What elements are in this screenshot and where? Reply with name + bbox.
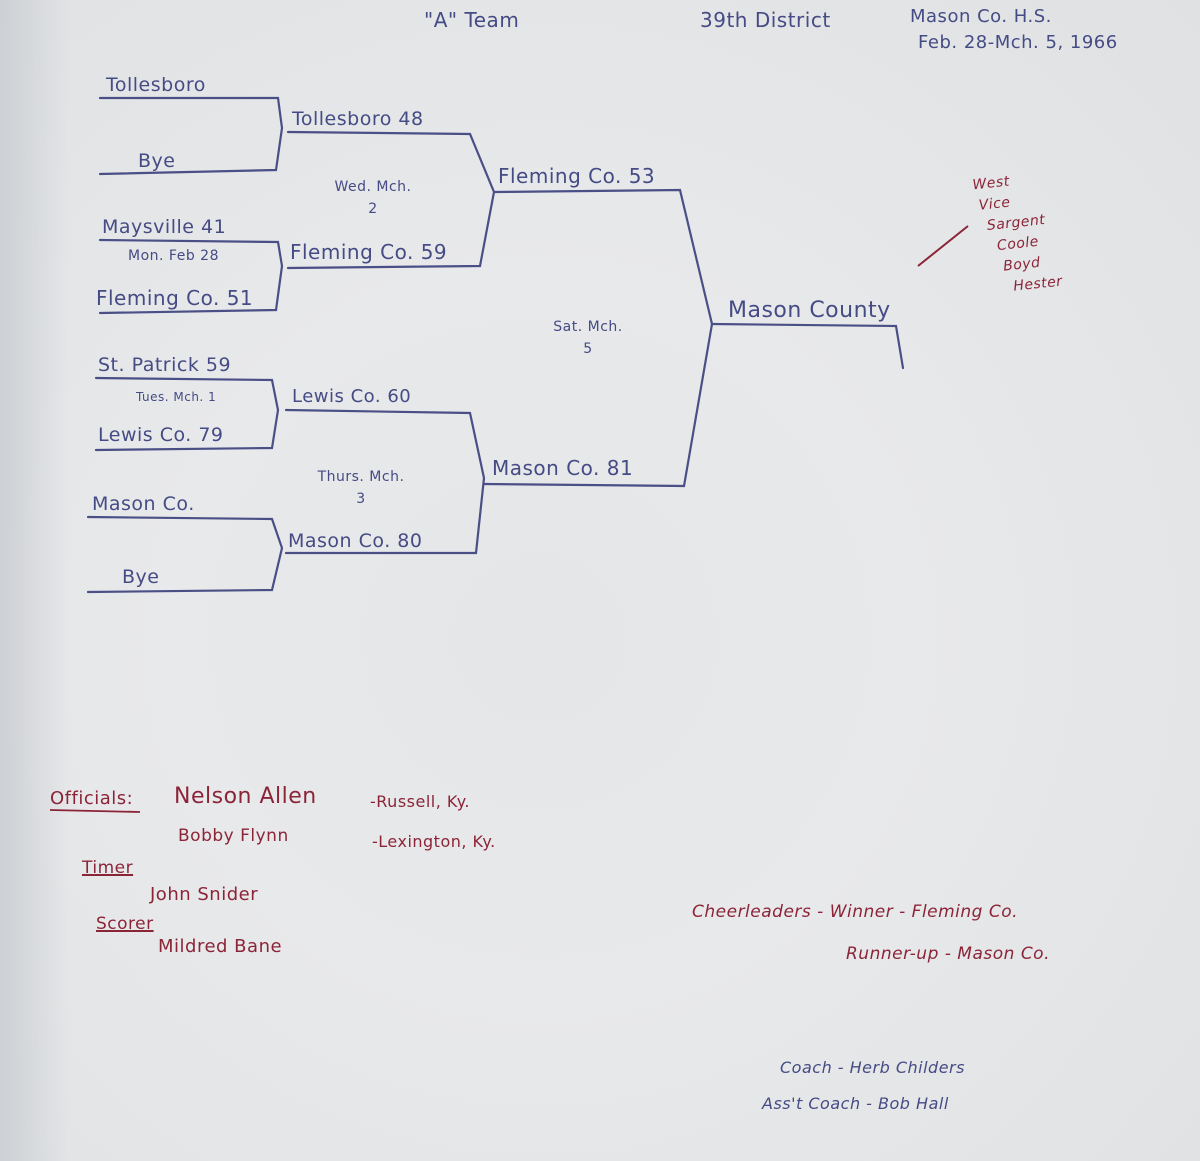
r1-g4-top: Mason Co. xyxy=(92,493,195,515)
coach: Coach - Herb Childers xyxy=(780,1058,965,1077)
bracket-line-g1 xyxy=(98,96,284,176)
bracket-line-final xyxy=(710,322,905,370)
timer-label: Timer xyxy=(82,858,134,878)
assistant-coach: Ass't Coach - Bob Hall xyxy=(762,1094,949,1113)
cheerleaders-runner-up: Runner-up - Mason Co. xyxy=(846,944,1050,964)
bracket-line-semi-upper xyxy=(492,188,714,326)
champion: Mason County xyxy=(728,298,891,323)
r1-g4-bottom: Bye xyxy=(122,566,160,588)
r1-g1-top: Tollesboro xyxy=(106,74,206,96)
bracket-line-r2-lower xyxy=(284,408,486,555)
r2-date-top: Wed. Mch. 2 xyxy=(334,179,412,217)
r1-g1-bottom: Bye xyxy=(138,150,176,172)
scorer-label: Scorer xyxy=(96,914,154,934)
r1-g3-bottom: Lewis Co. 79 xyxy=(98,424,224,446)
official-town-1: -Russell, Ky. xyxy=(370,792,470,811)
r2-w1: Tollesboro 48 xyxy=(292,108,424,130)
r1-g3-date: Tues. Mch. 1 xyxy=(136,390,217,404)
timer-name: John Snider xyxy=(150,884,259,905)
r1-g3-top: St. Patrick 59 xyxy=(98,354,232,376)
bracket-line-g3 xyxy=(94,376,280,452)
officials-underline xyxy=(49,809,141,813)
semi-date: Sat. Mch. 5 xyxy=(553,319,623,357)
cheerleaders-winner: Cheerleaders - Winner - Fleming Co. xyxy=(692,902,1019,922)
r1-g2-top: Maysville 41 xyxy=(102,216,227,238)
r2-date-bottom: Thurs. Mch. 3 xyxy=(317,469,405,507)
bracket-line-semi-lower xyxy=(482,322,714,488)
r1-g2-date: Mon. Feb 28 xyxy=(128,248,219,264)
r2-w2: Fleming Co. 59 xyxy=(290,240,448,264)
officials-label: Officials: xyxy=(50,788,134,809)
official-name-1: Nelson Allen xyxy=(174,784,317,809)
header-site: Mason Co. H.S. xyxy=(910,6,1052,27)
semi-bottom: Mason Co. 81 xyxy=(492,456,634,480)
header-team: "A" Team xyxy=(424,8,520,32)
bracket-line-g4 xyxy=(86,515,284,594)
bracket-line-g2 xyxy=(98,238,284,315)
official-name-2: Bobby Flynn xyxy=(178,826,289,846)
r2-w3: Lewis Co. 60 xyxy=(292,386,412,407)
scorer-name: Mildred Bane xyxy=(158,936,283,957)
semi-top: Fleming Co. 53 xyxy=(498,164,656,188)
r2-w4: Mason Co. 80 xyxy=(288,530,423,552)
header-district: 39th District xyxy=(700,8,831,32)
r1-g2-bottom: Fleming Co. 51 xyxy=(96,286,254,310)
official-town-2: -Lexington, Ky. xyxy=(372,832,496,851)
header-dates: Feb. 28-Mch. 5, 1966 xyxy=(918,32,1118,53)
all-tourney-connector xyxy=(917,225,969,267)
